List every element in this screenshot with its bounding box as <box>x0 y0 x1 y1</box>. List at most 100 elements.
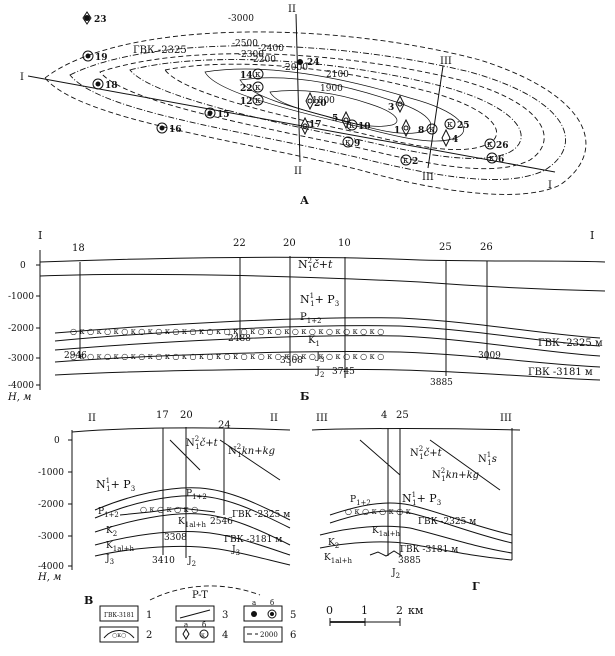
svg-text:P1+2: P1+2 <box>98 507 119 519</box>
svg-text:○ к ○ к ○ к ○ к ○ к ○ к ○ к ○: ○ к ○ к ○ к ○ к ○ к ○ к ○ к ○ к ○ к ○ к … <box>70 327 384 336</box>
svg-text:K1al+h: K1al+h <box>106 541 134 553</box>
legend-item: 3 <box>175 605 228 622</box>
fault-line <box>359 439 501 491</box>
legend-sub: б <box>202 621 206 629</box>
gwc-label: ГВК -2325 м <box>232 510 290 520</box>
unit-label: J2 <box>391 568 400 580</box>
reservoir-pattern: ○ к ○ к ○ к ○ к <box>345 507 411 516</box>
well-columns <box>79 256 488 378</box>
svg-text:K2: K2 <box>106 526 117 538</box>
well-icon <box>82 50 94 62</box>
depth-tick: 0 <box>54 436 60 446</box>
legend-item: к а б 4 <box>175 621 228 643</box>
gwc-label: ГВК -3181 м <box>224 535 282 545</box>
well-number: 12 <box>240 97 253 107</box>
well-icon: к <box>252 94 264 106</box>
profile-line-label: I <box>38 229 42 242</box>
contour-label: -2500 <box>232 39 258 49</box>
svg-text:к: к <box>255 70 261 80</box>
legend-number: 4 <box>222 630 228 641</box>
well-icon: к <box>444 118 456 130</box>
well-number: 17 <box>156 410 169 421</box>
well-icon: к <box>486 152 498 164</box>
svg-text:к: к <box>489 154 495 164</box>
well-number: 4 <box>452 135 458 145</box>
well-depth: 2546 <box>210 517 233 527</box>
gwc-label: ГВК -2325 <box>133 45 187 56</box>
legend-number: 1 <box>146 610 152 621</box>
scale-tick: 1 <box>361 604 368 617</box>
legend-sub: а <box>252 599 256 607</box>
horizon <box>329 510 513 544</box>
well-depth: 3885 <box>398 556 421 566</box>
well-number: 5 <box>332 114 338 124</box>
well-number: 18 <box>72 243 85 254</box>
fault-line <box>169 439 281 481</box>
panel-label: Б <box>300 390 309 403</box>
well-depth: 2488 <box>228 334 251 344</box>
well-depth: 2946 <box>64 351 87 361</box>
horizon <box>319 525 513 554</box>
well-depth: 3308 <box>280 356 303 366</box>
profile-line-label: III <box>500 413 512 424</box>
legend-item: 2000 6 <box>243 626 296 643</box>
horizon <box>54 335 601 357</box>
well-icon <box>441 128 451 148</box>
well-number: 24 <box>307 58 320 68</box>
unit-label: J3 <box>105 554 114 566</box>
gwc-label: ГВК -2325 м <box>418 517 476 527</box>
legend-item: ГВК-3181 1 <box>99 605 152 622</box>
unit-label: P1+2 <box>98 507 119 519</box>
legend-sample: ГВК-3181 <box>104 612 134 619</box>
well-depth: 3410 <box>152 556 175 566</box>
gwc-label: ГВК -3181 м <box>528 367 593 378</box>
profile-line-label: II <box>294 166 302 177</box>
panel-label: А <box>300 194 309 207</box>
depth-ticks <box>36 264 40 386</box>
legend-number: 6 <box>290 630 296 641</box>
depth-axis-label: H, м <box>37 572 61 583</box>
well-icon <box>156 122 168 134</box>
scale-tick: 0 <box>326 604 333 617</box>
horizon <box>54 368 601 381</box>
svg-text:P1+2: P1+2 <box>300 312 322 325</box>
depth-ticks <box>68 439 72 567</box>
svg-text:K1al+h: K1al+h <box>178 517 206 529</box>
well-number: 10 <box>338 238 351 249</box>
well-number: 26 <box>480 242 493 253</box>
well-number: 24 <box>218 420 231 431</box>
unit-label: K2 <box>328 538 339 550</box>
well-icon <box>204 107 216 119</box>
structure-map: -3000 -2500 -2400 -2300 -2200 -2000 2100… <box>20 4 587 207</box>
well-icon <box>305 91 315 111</box>
reservoir-pattern: ○ к ○ к ○ к ○ к ○ к ○ к ○ к ○ к ○ к ○ к … <box>70 327 384 361</box>
well-columns <box>387 428 401 556</box>
well-number: 20 <box>283 238 296 249</box>
svg-text:K1al+h: K1al+h <box>324 553 352 565</box>
basement-line <box>149 585 261 601</box>
well-icon: к <box>400 154 412 166</box>
gwc-label: ГВК -2325 м <box>538 338 603 349</box>
svg-text:J3: J3 <box>231 545 240 557</box>
contour-label: 1800 <box>312 96 335 106</box>
unit-label: J3 <box>231 545 240 557</box>
legend-sample: 2000 <box>260 631 278 639</box>
horizon <box>94 495 291 529</box>
well-number: 22 <box>233 238 246 249</box>
svg-text:к: к <box>201 632 205 639</box>
svg-text:K1: K1 <box>308 335 320 348</box>
well-icon <box>92 78 104 90</box>
well-number: 14 <box>240 71 253 81</box>
legend-item: ○к○ 2 <box>99 626 152 643</box>
svg-text:к: к <box>349 121 355 131</box>
svg-text:к: к <box>255 83 261 93</box>
panel-label: Г <box>472 580 480 593</box>
well-number: 22 <box>240 84 253 94</box>
unit-label: K1al+h <box>178 517 206 529</box>
